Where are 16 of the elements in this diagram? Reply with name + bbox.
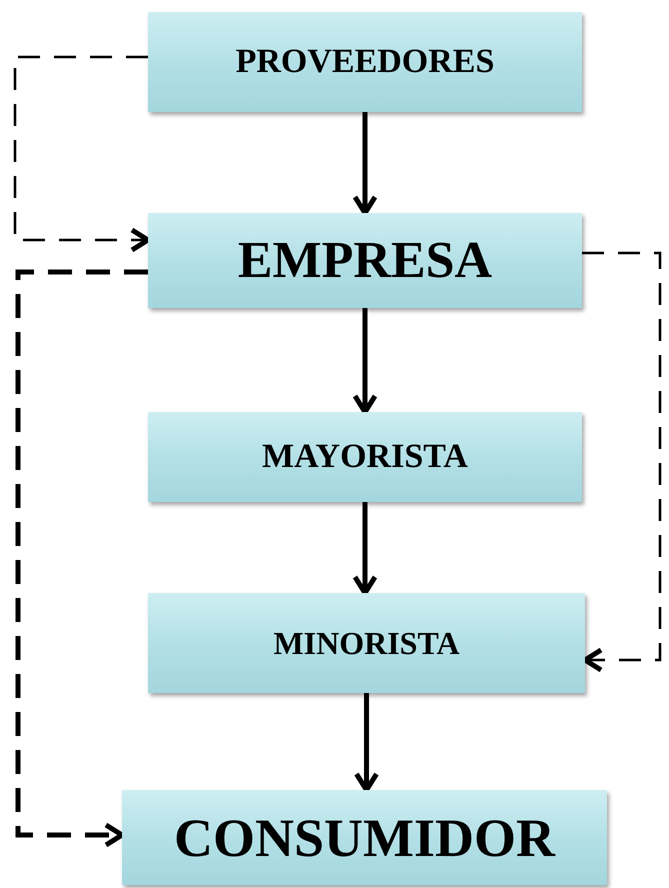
arrow	[352, 502, 378, 596]
arrow	[352, 308, 378, 414]
arrow	[352, 112, 378, 216]
box-label: PROVEEDORES	[236, 45, 494, 79]
box-label: CONSUMIDOR	[174, 810, 555, 864]
process-box	[122, 790, 607, 885]
process-box	[148, 12, 582, 112]
box-label: MINORISTA	[273, 627, 460, 659]
process-box	[148, 593, 585, 693]
arrow	[16, 270, 148, 848]
arrow	[14, 56, 150, 252]
process-box	[148, 213, 582, 308]
box-label: EMPRESA	[238, 234, 492, 286]
arrow	[354, 693, 379, 792]
process-box	[148, 412, 582, 502]
box-label: MAYORISTA	[262, 440, 468, 474]
